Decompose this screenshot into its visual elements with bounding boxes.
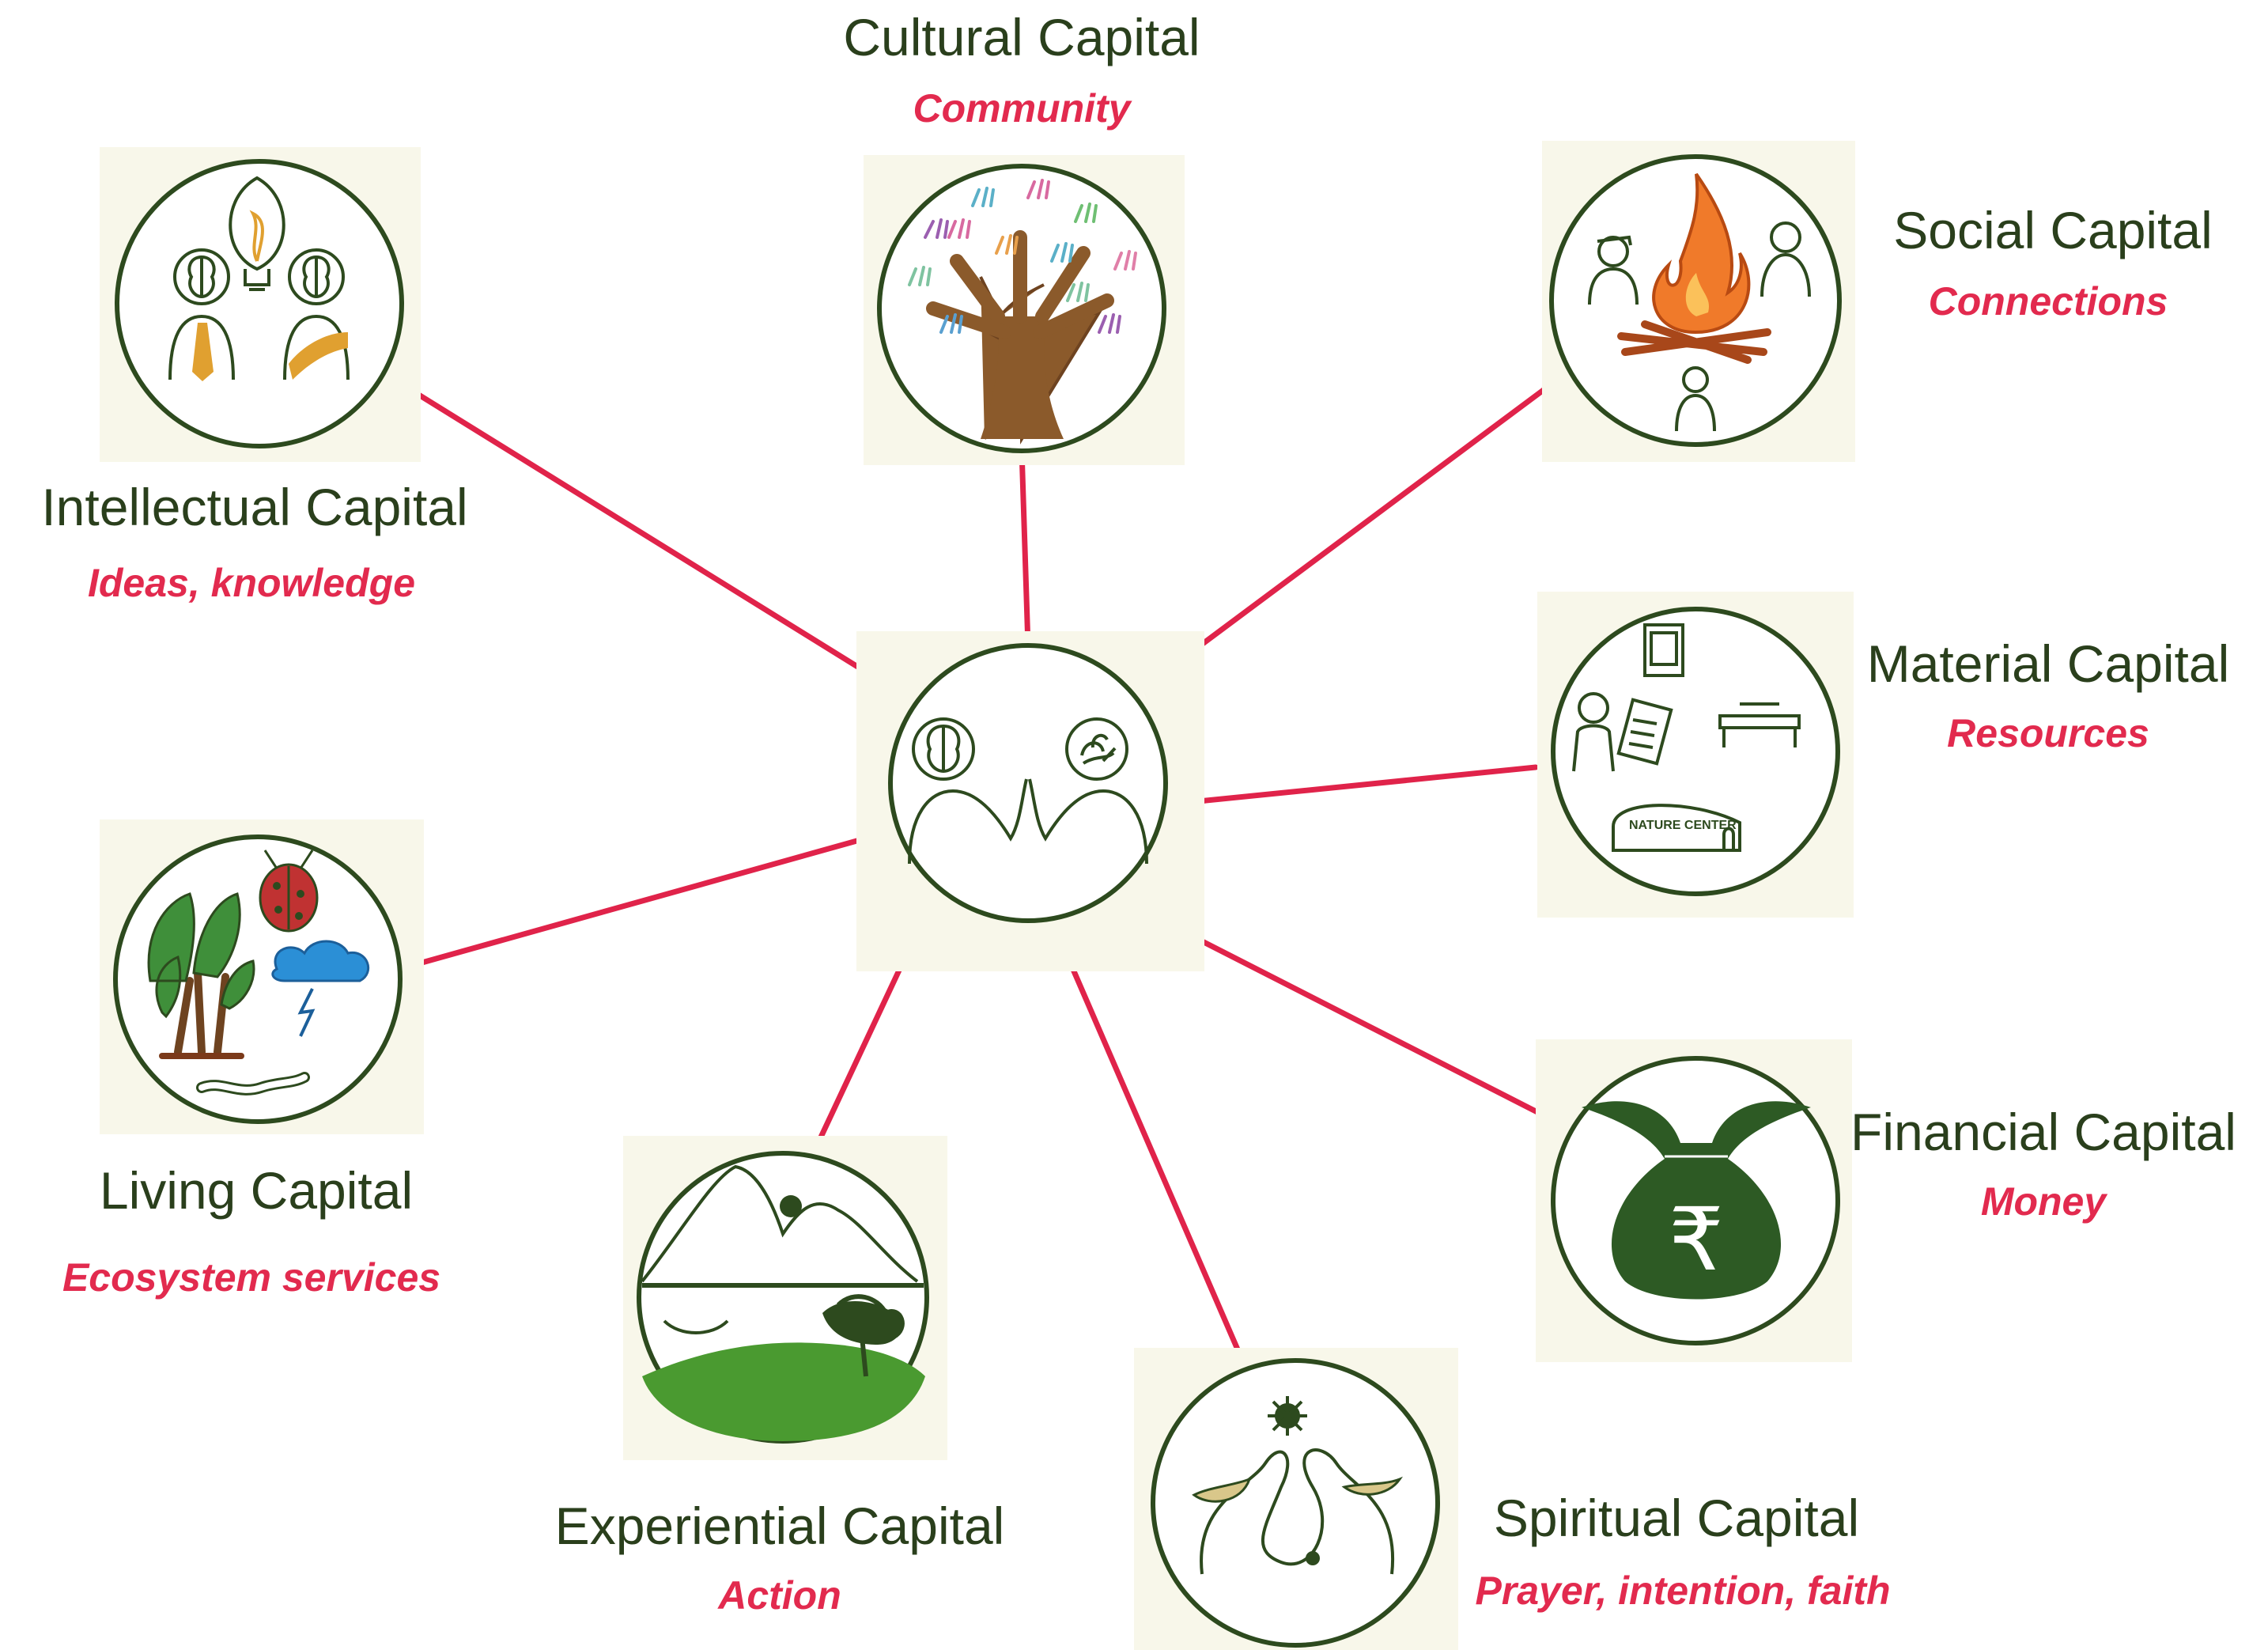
campfire-people-icon <box>1588 172 1811 432</box>
meditating-face-icon <box>1192 1396 1404 1575</box>
node-intellectual <box>100 147 421 462</box>
node-cultural <box>864 155 1185 465</box>
tree-ladybug-cloud-icon <box>147 850 370 1096</box>
spiritual-subtitle: Prayer, intention, faith <box>1475 1569 1891 1613</box>
hub-node <box>856 631 1204 971</box>
financial-subtitle: Money <box>1980 1179 2107 1224</box>
connector-intellectual <box>394 378 899 694</box>
node-experiential <box>623 1136 947 1460</box>
handprint-tree-icon <box>908 179 1137 445</box>
node-material: NATURE CENTER <box>1537 592 1854 918</box>
social-title: Social Capital <box>1893 201 2213 259</box>
material-title: Material Capital <box>1866 634 2230 693</box>
financial-title: Financial Capital <box>1850 1103 2236 1161</box>
node-spiritual <box>1134 1348 1458 1650</box>
social-subtitle: Connections <box>1928 279 2168 324</box>
lightbulb-brains-icon <box>168 176 350 381</box>
nature-center-resources-icon: NATURE CENTER <box>1572 623 1801 852</box>
nature-center-label: NATURE CENTER <box>1629 819 1737 832</box>
two-people-brain-and-nature-icon <box>908 717 1148 865</box>
connector-social <box>1132 375 1563 697</box>
node-social <box>1542 141 1855 462</box>
experiential-subtitle: Action <box>718 1573 841 1618</box>
connector-material <box>1164 764 1539 808</box>
money-bag-icon: ₹ <box>1582 1101 1811 1300</box>
landscape-canoe-icon <box>641 1164 925 1441</box>
material-subtitle: Resources <box>1947 711 2149 755</box>
cultural-title: Cultural Capital <box>843 8 1200 66</box>
experiential-title: Experiential Capital <box>554 1497 1005 1555</box>
living-title: Living Capital <box>99 1161 414 1220</box>
living-subtitle: Ecosystem services <box>62 1255 441 1300</box>
intellectual-title: Intellectual Capital <box>41 478 468 536</box>
connector-spiritual <box>1053 928 1251 1376</box>
currency-symbol: ₹ <box>1669 1189 1724 1290</box>
node-living <box>100 819 424 1134</box>
node-financial: ₹ <box>1536 1039 1852 1362</box>
connector-living <box>416 833 877 967</box>
intellectual-subtitle: Ideas, knowledge <box>87 561 416 605</box>
cultural-subtitle: Community <box>913 86 1131 131</box>
connector-cultural <box>1019 446 1031 649</box>
spiritual-title: Spiritual Capital <box>1493 1489 1860 1547</box>
